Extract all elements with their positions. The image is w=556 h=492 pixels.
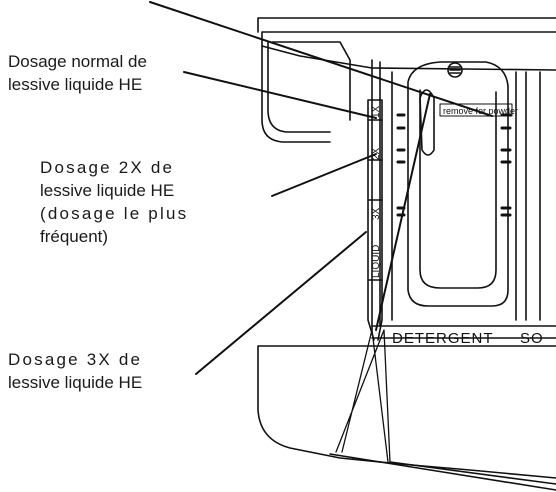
leader-top bbox=[149, 1, 493, 117]
converge-lines bbox=[335, 329, 391, 463]
compartment-outer bbox=[391, 71, 517, 321]
compartment-inner-2 bbox=[419, 89, 497, 289]
label-2x-line-4: fréquent) bbox=[40, 227, 109, 246]
lower-tray bbox=[257, 345, 556, 479]
leader-3x bbox=[195, 231, 367, 375]
mark-1x: 1X bbox=[371, 105, 382, 118]
label-3x-line-2: lessive liquide HE bbox=[8, 373, 143, 392]
label-2x-line-2: lessive liquide HE bbox=[40, 181, 175, 200]
housing-top-strip bbox=[271, 41, 351, 121]
cap-lines bbox=[449, 66, 461, 74]
label-normal-dosage: Dosage normal de lessive liquide HE bbox=[8, 50, 147, 96]
liquid-mark: LIQUID bbox=[371, 245, 382, 278]
liquid-cup bbox=[367, 99, 383, 281]
lower-tray-2 bbox=[329, 453, 556, 491]
label-2x-line-3: (dosage le plus bbox=[40, 204, 189, 223]
leader-lines bbox=[149, 1, 493, 375]
leader-powder bbox=[375, 93, 431, 331]
label-normal-line-1: Dosage normal de bbox=[8, 52, 147, 71]
label-2x-line-1: Dosage 2X de bbox=[40, 158, 175, 177]
powder-label-box bbox=[439, 103, 513, 117]
label-3x-line-1: Dosage 3X de bbox=[8, 350, 143, 369]
top-housing bbox=[257, 17, 556, 143]
powder-label: remove for powder bbox=[443, 106, 518, 116]
siphon-tube bbox=[419, 89, 435, 156]
leader-2x bbox=[271, 153, 377, 197]
label-3x-dosage: Dosage 3X de lessive liquide HE bbox=[8, 348, 142, 394]
softener-edge bbox=[525, 71, 541, 321]
detergent-label: DETERGENT bbox=[392, 330, 494, 347]
compartment-inner bbox=[407, 61, 509, 307]
compartment-cap bbox=[447, 62, 463, 78]
housing-inner bbox=[267, 41, 331, 133]
mark-3x: 3X bbox=[371, 207, 382, 220]
label-2x-dosage: Dosage 2X de lessive liquide HE (dosage … bbox=[40, 156, 188, 248]
compartment-tabs bbox=[396, 113, 512, 217]
sloped-top-edge bbox=[261, 45, 556, 71]
mark-2x: 2X bbox=[371, 147, 382, 160]
label-normal-line-2: lessive liquide HE bbox=[8, 75, 143, 94]
base-bar bbox=[371, 325, 556, 339]
softener-partial-label: SO bbox=[520, 330, 544, 347]
scale-ticks bbox=[367, 119, 383, 201]
leader-normal bbox=[183, 71, 377, 119]
